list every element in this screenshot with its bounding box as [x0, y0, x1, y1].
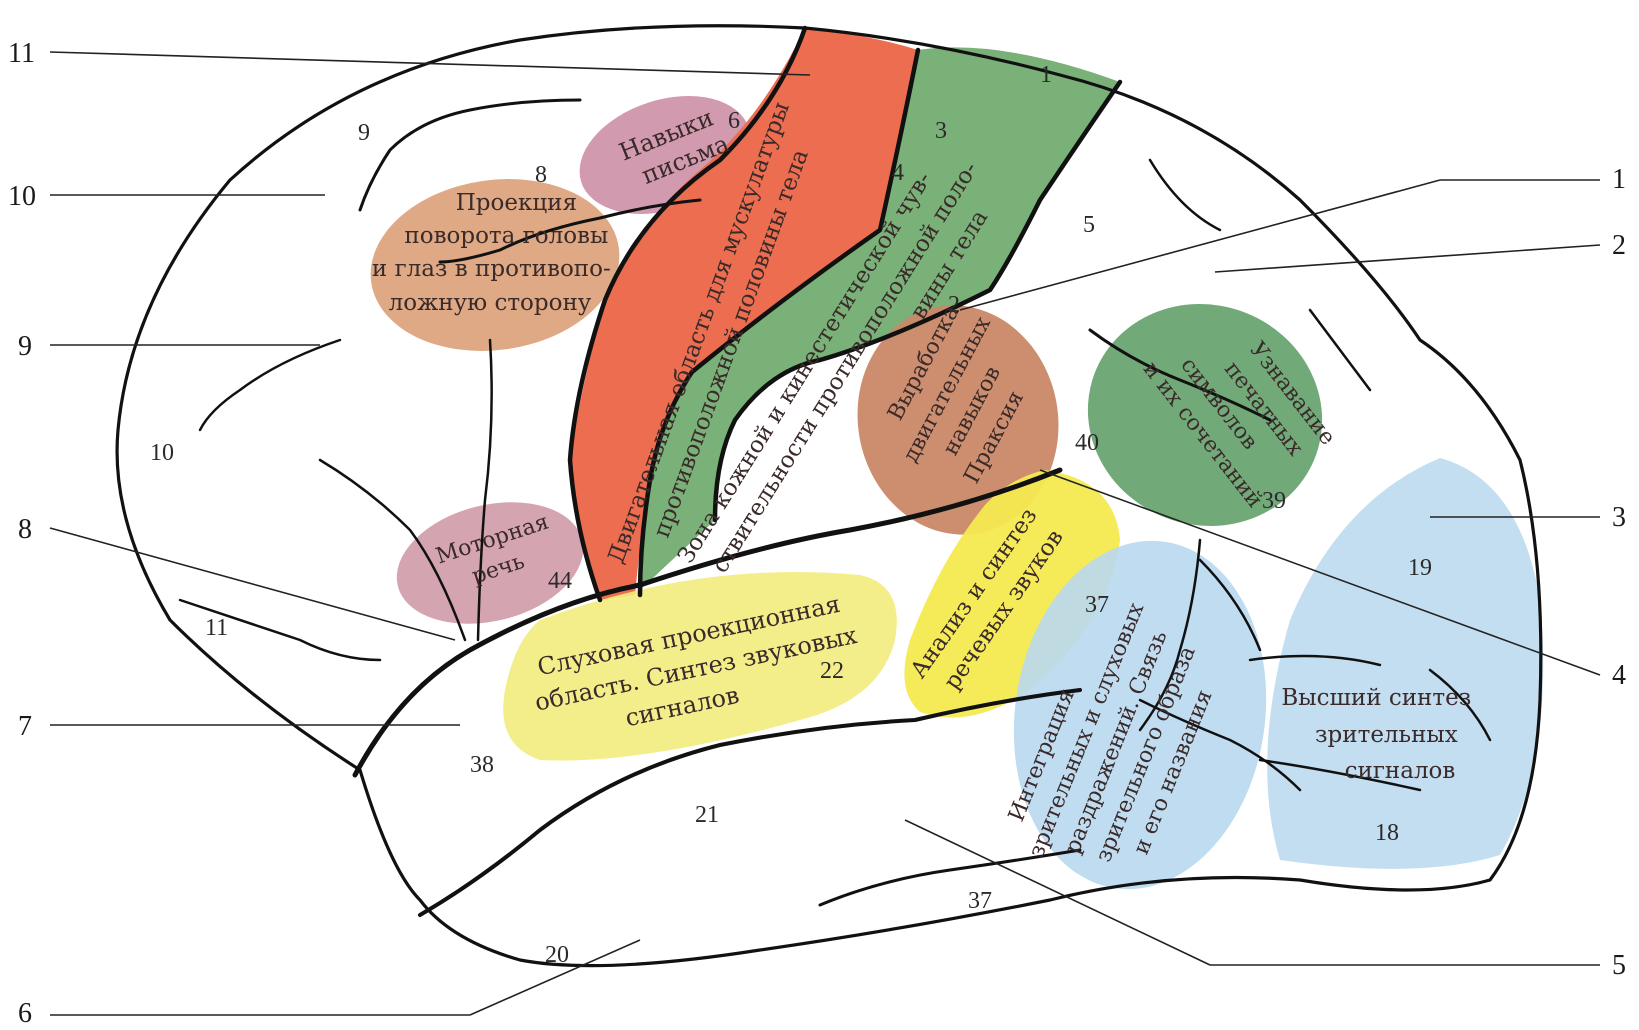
callout-left-10: 10 — [8, 181, 36, 212]
motor-area-num: 4 — [892, 160, 904, 186]
praxis-num: 40 — [1075, 430, 1099, 456]
head-turn-line-4: ложную сторону — [389, 290, 592, 316]
frontal-sulcus-3 — [200, 340, 340, 430]
callout-left-6: 6 — [18, 998, 32, 1029]
parietal-sulcus-3 — [1310, 310, 1370, 390]
head-turn-line-3: и глаз в противопо- — [372, 256, 611, 282]
area-num-11: 11 — [205, 615, 228, 641]
area-num-10: 10 — [150, 440, 174, 466]
callout-left-11: 11 — [8, 38, 35, 69]
leader-11 — [50, 52, 810, 75]
sensory-num-3: 3 — [935, 118, 947, 144]
area-num-8: 8 — [535, 162, 547, 188]
visual-num-19: 19 — [1408, 555, 1432, 581]
symbols-num: 39 — [1262, 488, 1286, 514]
callout-left-9: 9 — [18, 331, 32, 362]
area-num-38: 38 — [470, 752, 494, 778]
visual-line-3: сигналов — [1345, 758, 1456, 784]
callout-left-7: 7 — [18, 711, 32, 742]
head-turn-line-1: Проекция — [456, 190, 577, 216]
leader-2 — [1215, 245, 1600, 272]
callout-right-3: 3 — [1612, 502, 1626, 533]
head-turn-line-2: поворота головы — [404, 223, 608, 249]
visual-line-1: Высший синтез — [1281, 685, 1471, 711]
area-num-37-bottom: 37 — [968, 888, 992, 914]
integration-num: 37 — [1085, 592, 1109, 618]
visual-line-2: зрительных — [1315, 722, 1458, 748]
callout-right-1: 1 — [1612, 164, 1626, 195]
visual-region — [1267, 458, 1543, 869]
callout-left-8: 8 — [18, 514, 32, 545]
writing-num: 6 — [728, 108, 740, 134]
auditory-num: 22 — [820, 658, 844, 684]
parietal-sulcus-2 — [1150, 160, 1220, 230]
area-num-9-top: 9 — [358, 120, 370, 146]
callout-right-2: 2 — [1612, 230, 1626, 261]
area-num-5: 5 — [1083, 212, 1095, 238]
area-num-20: 20 — [545, 942, 569, 968]
area-num-21: 21 — [695, 802, 719, 828]
motor-speech-num: 44 — [548, 568, 572, 594]
callout-right-5: 5 — [1612, 950, 1626, 981]
callout-right-4: 4 — [1612, 660, 1626, 691]
sensory-num-1: 1 — [1040, 62, 1052, 88]
visual-num-18: 18 — [1375, 820, 1399, 846]
